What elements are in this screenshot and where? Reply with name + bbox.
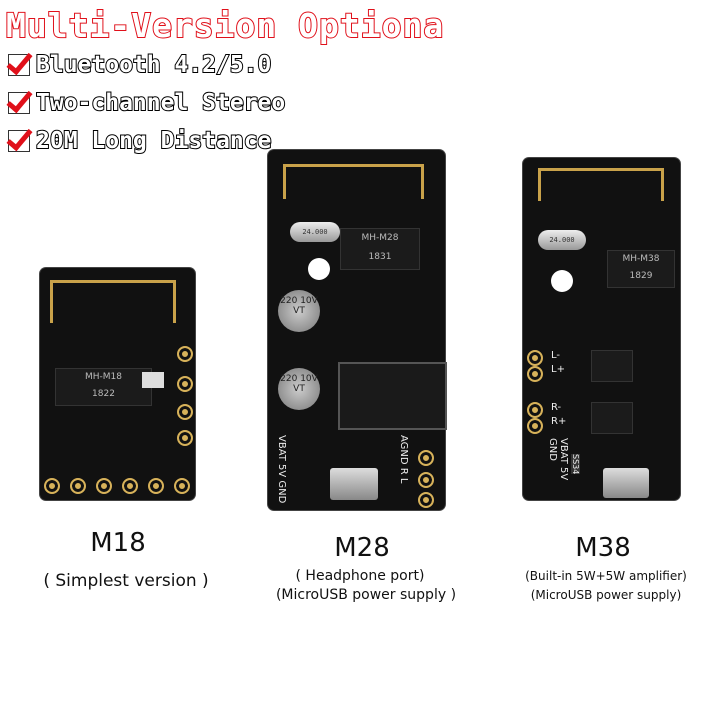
chip-label: MH-M18 <box>85 372 122 382</box>
pin <box>418 492 434 508</box>
headline: Multi-Version Optiona <box>5 5 445 46</box>
bluetooth-chip: MH-M38 1829 <box>607 250 675 288</box>
pin-label: VBAT 5V GND <box>276 435 287 504</box>
amplifier-chip <box>591 402 633 434</box>
product-desc: (MicroUSB power supply) <box>530 588 682 602</box>
product-desc: ( Simplest version ) <box>43 571 209 591</box>
mounting-hole <box>308 258 330 280</box>
pin-label: AGND R L <box>398 435 409 484</box>
mounting-hole <box>551 270 573 292</box>
product-name: M18 <box>90 528 146 558</box>
bluetooth-chip: MH-M18 1822 <box>55 368 152 406</box>
m18-board: MH-M18 1822 <box>40 268 195 500</box>
pin <box>122 478 138 494</box>
pin <box>177 430 193 446</box>
pin <box>418 472 434 488</box>
crystal: 24.000 <box>538 230 586 250</box>
chip-date: 1829 <box>629 271 653 281</box>
antenna-trace <box>538 168 664 201</box>
pin <box>527 418 543 434</box>
check-icon <box>8 54 30 76</box>
pin-label: L+ <box>551 364 565 375</box>
crystal: 24.000 <box>290 222 340 242</box>
check-icon <box>8 92 30 114</box>
pin <box>177 346 193 362</box>
pin <box>177 376 193 392</box>
feature-item: Two-channel Stereo <box>8 89 286 117</box>
pin <box>527 402 543 418</box>
chip-date: 1822 <box>92 389 115 399</box>
bluetooth-chip: MH-M28 1831 <box>340 228 420 270</box>
check-icon <box>8 130 30 152</box>
pin <box>418 450 434 466</box>
micro-usb-port <box>330 468 378 500</box>
pin-label: L- <box>551 350 561 361</box>
pin <box>70 478 86 494</box>
product-desc: (Built-in 5W+5W amplifier) <box>525 569 687 583</box>
pin <box>177 404 193 420</box>
feature-text: 20M Long Distance <box>35 127 272 155</box>
pin-label: R+ <box>551 416 567 427</box>
pin <box>96 478 112 494</box>
chip-label: MH-M38 <box>622 254 660 264</box>
m38-board: 24.000 MH-M38 1829 L- L+ R- R+ VBAT 5V GN… <box>523 158 680 500</box>
headphone-jack <box>338 362 447 430</box>
micro-usb-port <box>603 468 649 498</box>
pin-label: R- <box>551 402 562 413</box>
diode: SS34 <box>571 454 580 475</box>
crystal <box>142 372 164 388</box>
chip-label: MH-M28 <box>361 233 399 243</box>
feature-item: 20M Long Distance <box>8 127 272 155</box>
capacitor: 220 10V VT <box>278 290 320 332</box>
pin <box>527 350 543 366</box>
product-desc: ( Headphone port) <box>295 568 425 584</box>
pin <box>174 478 190 494</box>
product-desc: (MicroUSB power supply ) <box>275 587 457 603</box>
antenna-trace <box>50 280 176 323</box>
pin <box>44 478 60 494</box>
feature-item: Bluetooth 4.2/5.0 <box>8 51 272 79</box>
pin <box>527 366 543 382</box>
pin-label: VBAT 5V GND <box>547 438 569 481</box>
feature-text: Bluetooth 4.2/5.0 <box>35 51 272 79</box>
feature-text: Two-channel Stereo <box>35 89 286 117</box>
capacitor: 220 10V VT <box>278 368 320 410</box>
antenna-trace <box>283 164 424 199</box>
product-name: M28 <box>334 533 390 563</box>
pin <box>148 478 164 494</box>
amplifier-chip <box>591 350 633 382</box>
chip-date: 1831 <box>368 252 392 262</box>
product-name: M38 <box>575 533 631 563</box>
